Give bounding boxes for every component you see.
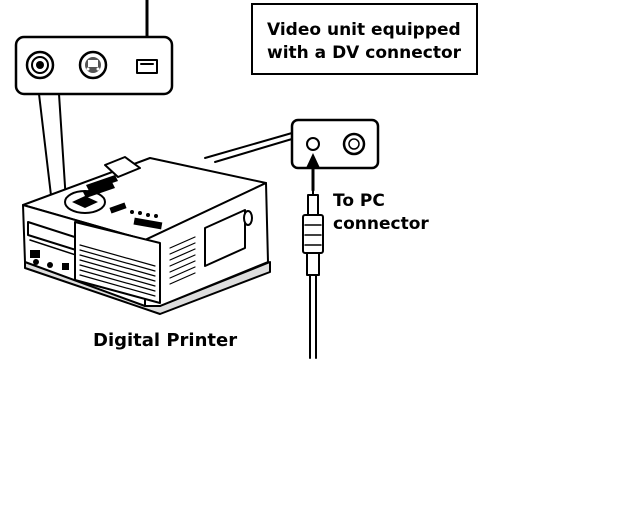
video-unit-label-line1: Video unit equipped (267, 20, 461, 40)
s-video-jack-icon (78, 50, 108, 80)
pc-connection-arrow (306, 153, 320, 192)
pc-panel-callout (290, 118, 380, 170)
video-unit-label-box: Video unit equipped with a DV connector (251, 3, 478, 75)
pc-jack-icon (306, 137, 320, 151)
rear-panel-callout (14, 35, 174, 96)
pc-connector-label-line2: connector (333, 214, 429, 234)
digital-printer (22, 156, 271, 315)
video-unit-label: Video unit equipped with a DV connector (267, 19, 461, 65)
cable-plug-icon (302, 189, 324, 359)
composite-jack-icon (25, 50, 55, 80)
pc-connector-label: To PC connector (333, 190, 429, 236)
video-unit-label-line2: with a DV connector (267, 43, 462, 63)
callout-leader-right-1 (204, 132, 293, 159)
callout-leader-right-2 (214, 138, 293, 163)
pc-connector-label-line1: To PC (333, 191, 385, 211)
dv-port-icon (136, 59, 158, 74)
printer-label: Digital Printer (93, 330, 238, 351)
round-jack-icon (342, 132, 366, 156)
